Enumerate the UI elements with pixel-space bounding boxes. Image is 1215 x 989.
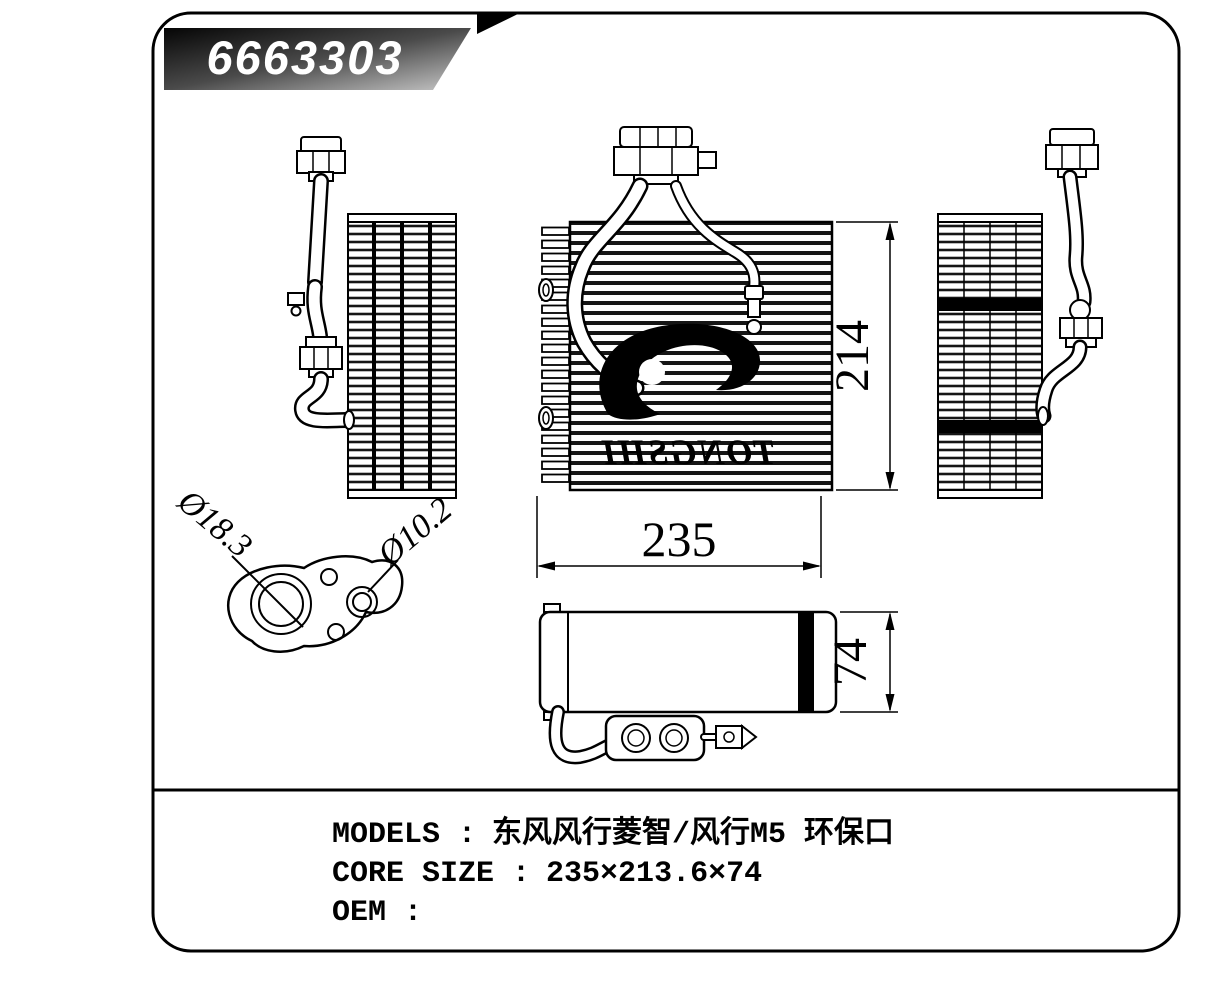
front-fitting-collar: [633, 174, 679, 185]
left-fitting-nut: [296, 150, 346, 174]
right-pipe-assembly: [1035, 128, 1103, 426]
top-edge-triangle-icon: [477, 12, 522, 34]
flange-small-bore-inner: [352, 592, 372, 612]
bottom-sensor-body: [715, 725, 743, 749]
front-fitting-nut: [613, 146, 699, 176]
arrowhead: [537, 561, 555, 571]
bottom-flange-plate: [604, 714, 706, 762]
core-width-value: 235: [642, 511, 717, 567]
models-value: 东风风行菱智/风行M5 环保口: [492, 815, 894, 852]
leader-line-small: [367, 559, 399, 593]
dimension-core-width: 235: [536, 496, 822, 578]
clamp-screw: [290, 305, 302, 317]
right-nut2-body: [1059, 317, 1103, 339]
dimension-core-depth: 74: [824, 611, 898, 713]
valve-ring: [746, 319, 762, 335]
core-depth-value: 74: [824, 638, 877, 686]
left-pipe-core-joint: [343, 410, 355, 430]
arrowhead: [885, 612, 895, 630]
front-fitting-tab: [697, 151, 717, 169]
flange-large-bore-inner: [258, 581, 304, 627]
title-badge: 6663303: [164, 12, 522, 90]
flange-large-bore-outer: [250, 573, 312, 635]
bottom-sensor-hole: [723, 731, 735, 743]
oem-label: OEM :: [332, 896, 422, 930]
core-height-value: 214: [826, 320, 879, 392]
bottom-port-small: [659, 723, 689, 753]
front-valve: [744, 285, 764, 335]
right-core-band-lower: [938, 420, 1042, 433]
bottom-body: [538, 610, 838, 714]
models-line: MODELS : 东风风行菱智/风行M5 环保口: [332, 815, 894, 852]
flange-bolt-hole: [327, 623, 345, 641]
right-side-view: [937, 128, 1103, 499]
core-size-label: CORE SIZE :: [332, 857, 530, 891]
models-label: MODELS :: [332, 818, 476, 852]
right-pipe-core-joint: [1037, 406, 1049, 426]
brand-logo-wordmark: TONGSHI: [600, 432, 775, 472]
arrowhead: [803, 561, 821, 571]
bottom-port-large: [621, 723, 651, 753]
oem-line: OEM :: [332, 896, 422, 930]
flange-small-bore-outer: [346, 586, 378, 618]
front-top-fitting: [613, 126, 717, 185]
arrowhead: [885, 694, 895, 712]
spec-block: MODELS : 东风风行菱智/风行M5 环保口 CORE SIZE : 235×2…: [332, 815, 894, 930]
core-size-line: CORE SIZE : 235×213.6×74: [332, 857, 762, 891]
left-core-tube-bar: [400, 222, 404, 490]
bottom-end-band: [798, 612, 814, 712]
front-port-stub-lower: [538, 406, 554, 430]
bottom-pipe-assembly: [548, 705, 758, 765]
badge-background: [164, 28, 471, 90]
front-port-stub-upper: [538, 278, 554, 302]
front-view: TONGSHI: [538, 126, 834, 492]
left-core-tube-bar: [372, 222, 376, 490]
brand-logo-text: TONGSHI: [600, 432, 775, 472]
bottom-sensor-tip: [741, 723, 758, 751]
left-pipe-assembly: [287, 136, 355, 430]
front-fitting-cap: [619, 126, 693, 148]
front-header-fins: [541, 226, 570, 486]
dimension-core-height: 214: [826, 221, 898, 491]
flange-bolt-hole: [320, 568, 338, 586]
part-number: 6663303: [207, 31, 404, 84]
right-fitting-cap: [1049, 128, 1095, 146]
left-nut2-top: [305, 336, 337, 348]
arrowhead: [885, 222, 895, 240]
leader-line-large: [231, 555, 304, 628]
left-side-view: [287, 136, 457, 499]
right-core-band-upper: [938, 298, 1042, 311]
arrowhead: [885, 472, 895, 490]
right-fitting-nut: [1045, 144, 1099, 170]
pipe-clamp: [287, 292, 305, 306]
valve-cap: [744, 285, 764, 300]
core-size-value: 235×213.6×74: [546, 857, 762, 891]
left-core-tube-bar: [428, 222, 432, 490]
brand-swoosh-logo: [599, 323, 761, 420]
flange-plate-outline: [226, 555, 404, 653]
left-nut2-body: [299, 346, 343, 370]
brand-swoosh-cutout: [639, 359, 665, 385]
bottom-view: [538, 603, 838, 765]
valve-stem: [747, 298, 761, 318]
